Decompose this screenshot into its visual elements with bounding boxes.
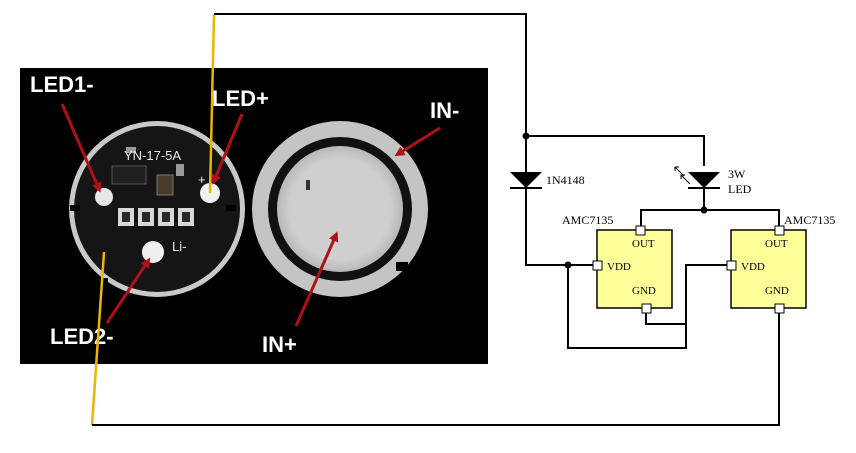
wire-top bbox=[214, 13, 527, 136]
ic-left-body bbox=[596, 229, 673, 309]
amc7135-right: AMC7135 OUT VDD GND bbox=[726, 213, 835, 314]
smd-pad-2 bbox=[176, 164, 184, 176]
board-model-print: YN-17-5A bbox=[124, 148, 181, 163]
resistor-row bbox=[118, 208, 194, 226]
arrow-in-plus bbox=[294, 231, 339, 327]
pad-led2-minus bbox=[142, 241, 164, 263]
ic-left-out-label: OUT bbox=[632, 238, 655, 250]
ic-right-vdd-label: VDD bbox=[741, 261, 765, 273]
led-triangle bbox=[688, 172, 720, 188]
board-li-minus-print: Li- bbox=[172, 239, 186, 254]
wire-gnd-left-loop bbox=[567, 265, 687, 349]
ic-right-out-label: OUT bbox=[765, 238, 788, 250]
pointer-arrows bbox=[60, 103, 441, 327]
capacitor bbox=[156, 174, 174, 196]
ic-left-name: AMC7135 bbox=[562, 213, 613, 227]
wire-diode-to-vdd-left bbox=[525, 188, 597, 266]
ic-left-vdd-label: VDD bbox=[607, 261, 631, 273]
wire-bottom-return bbox=[92, 310, 780, 426]
board-right-mark bbox=[306, 180, 310, 190]
wire-out-bus bbox=[640, 209, 780, 226]
pcb-photo: YN-17-5A + Li- LED1- LED+ IN- LED2- IN+ bbox=[20, 68, 488, 364]
led-power-label: 3W bbox=[728, 167, 746, 181]
board-right-notch bbox=[396, 262, 408, 271]
ic-left-pin-out bbox=[635, 225, 646, 236]
contact-board-right bbox=[252, 121, 428, 297]
pad-led1-minus bbox=[95, 188, 113, 206]
led-3w: 3W LED bbox=[674, 166, 752, 196]
board-left-notches bbox=[70, 205, 236, 286]
schematic-wires bbox=[92, 13, 780, 426]
board-plus-print: + bbox=[198, 172, 206, 187]
driver-board-left: YN-17-5A + Li- bbox=[69, 121, 245, 297]
diode-1n4148: 1N4148 bbox=[510, 172, 585, 189]
wire-vdd-right bbox=[685, 264, 731, 324]
arrow-in-minus bbox=[394, 126, 441, 157]
diode-label: 1N4148 bbox=[546, 173, 585, 187]
ic-right-pin-out bbox=[774, 225, 785, 236]
junction-vdd bbox=[564, 261, 572, 269]
led-type-label: LED bbox=[728, 182, 752, 196]
junctions bbox=[522, 132, 708, 269]
ic-left-gnd-label: GND bbox=[632, 285, 656, 297]
wire-led2-minus-yellow bbox=[90, 251, 106, 426]
wire-diode-led-bus bbox=[526, 135, 705, 166]
ic-right-pin-gnd bbox=[774, 303, 785, 314]
arrow-led1-minus bbox=[60, 103, 102, 193]
label-led1-minus: LED1- bbox=[30, 72, 94, 97]
junction-out bbox=[700, 206, 708, 214]
smd-pad-1 bbox=[126, 147, 136, 153]
led-emission-arrows-icon bbox=[674, 166, 691, 185]
board-right-center-pad bbox=[277, 146, 403, 272]
ic-right-name: AMC7135 bbox=[784, 213, 835, 227]
label-led-plus: LED+ bbox=[212, 86, 269, 111]
ic-right-pin-vdd bbox=[726, 260, 737, 271]
label-in-plus: IN+ bbox=[262, 332, 297, 357]
label-led2-minus: LED2- bbox=[50, 324, 114, 349]
label-in-minus: IN- bbox=[430, 98, 459, 123]
amc7135-left: AMC7135 OUT VDD GND bbox=[562, 213, 673, 314]
arrow-led2-minus bbox=[105, 257, 151, 324]
ic-right-gnd-label: GND bbox=[765, 285, 789, 297]
wire-led-plus-yellow bbox=[208, 13, 216, 194]
diode-triangle bbox=[510, 172, 542, 188]
junction-top bbox=[522, 132, 530, 140]
arrow-led-plus bbox=[211, 113, 244, 185]
ic-left-pin-vdd bbox=[592, 260, 603, 271]
ic-chip bbox=[111, 165, 147, 185]
photo-wires bbox=[90, 13, 216, 426]
ic-left-pin-gnd bbox=[641, 303, 652, 314]
